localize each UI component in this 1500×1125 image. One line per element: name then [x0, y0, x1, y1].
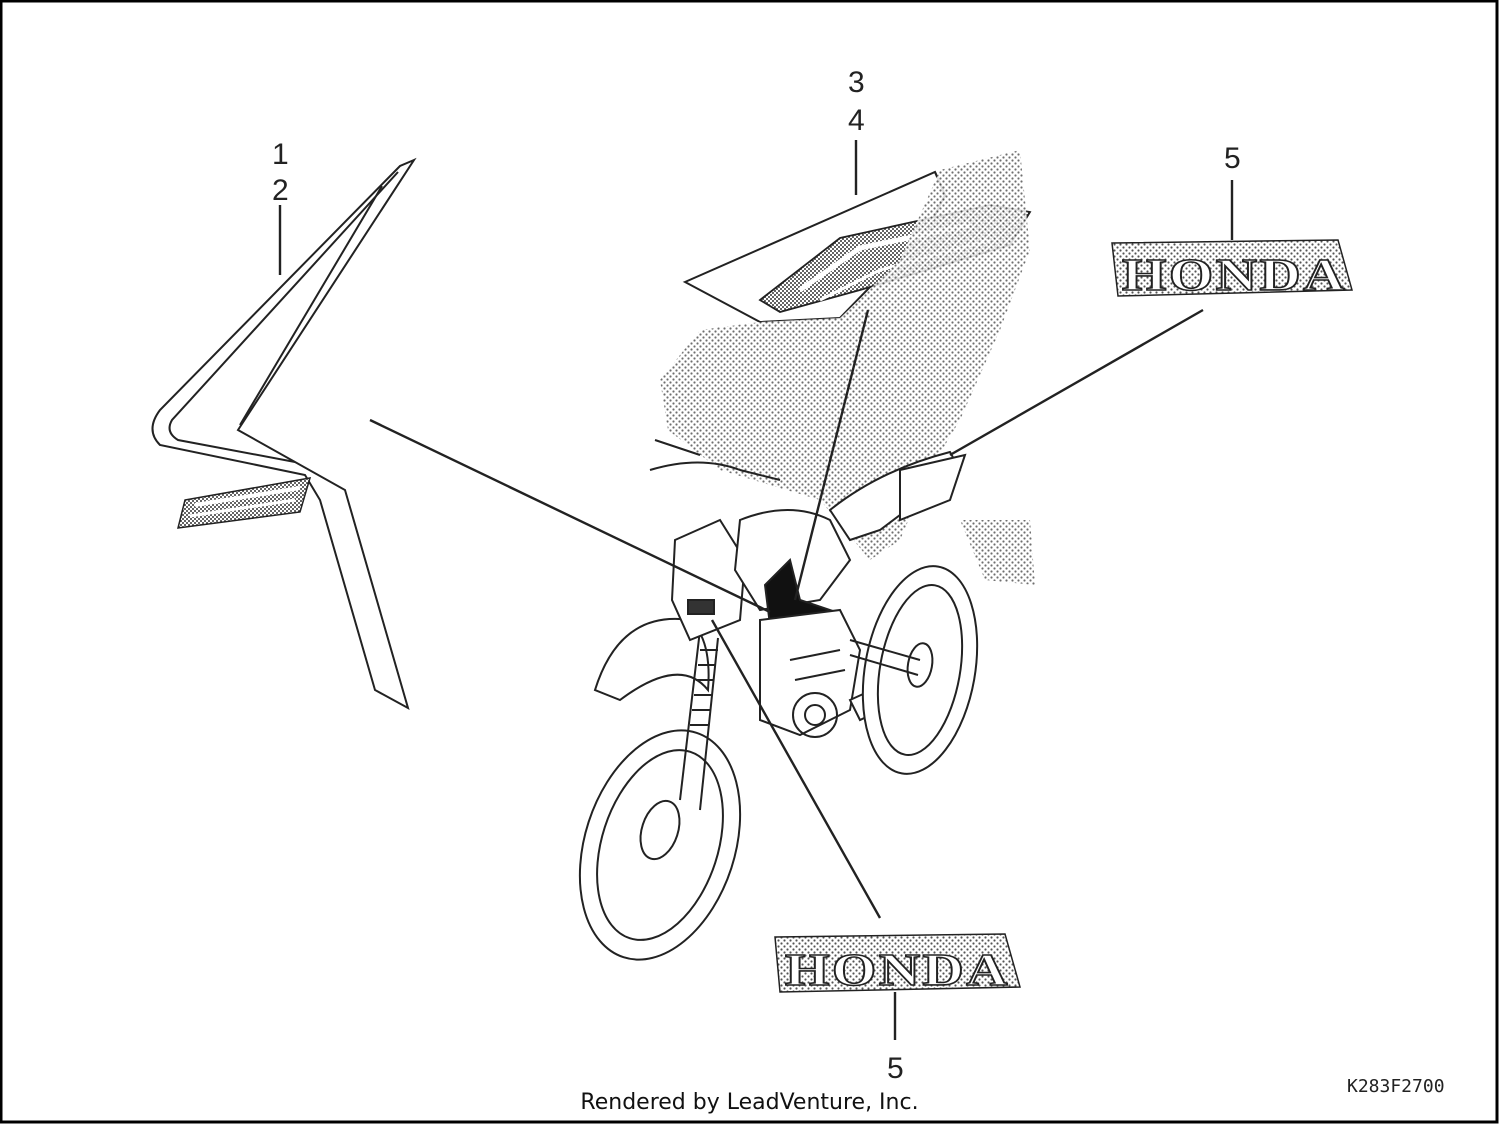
- stripe-logo-emblem: [177, 477, 312, 529]
- honda-emblem-bottom-text: HONDA: [785, 944, 1010, 995]
- leader-line-stripe: [369, 418, 771, 614]
- drawing-number: K283F2700: [1347, 1076, 1445, 1097]
- render-credit-text: Rendered by LeadVenture, Inc.: [580, 1090, 919, 1115]
- honda-emblem-bottom: HONDA: [774, 933, 1021, 996]
- callout-3: 3: [848, 66, 865, 99]
- motorcycle-illustration: [578, 439, 979, 961]
- shroud-stripe-decal: [151, 157, 417, 711]
- leader-lines: [278, 140, 1234, 1040]
- callout-4: 4: [848, 104, 865, 137]
- leader-line-honda-bottom: [710, 619, 882, 919]
- render-credit: Rendered by LeadVenture, Inc.: [0, 1090, 1500, 1115]
- callout-5-top: 5: [1224, 142, 1241, 175]
- honda-emblem-top-text: HONDA: [1122, 249, 1347, 300]
- callout-1: 1: [272, 138, 289, 171]
- callout-2: 2: [272, 174, 289, 207]
- leader-line-tank-decal: [793, 309, 870, 601]
- honda-emblem-top: HONDA: [1111, 239, 1353, 301]
- leader-line-honda-top: [949, 308, 1204, 457]
- callout-5-bottom: 5: [887, 1052, 904, 1085]
